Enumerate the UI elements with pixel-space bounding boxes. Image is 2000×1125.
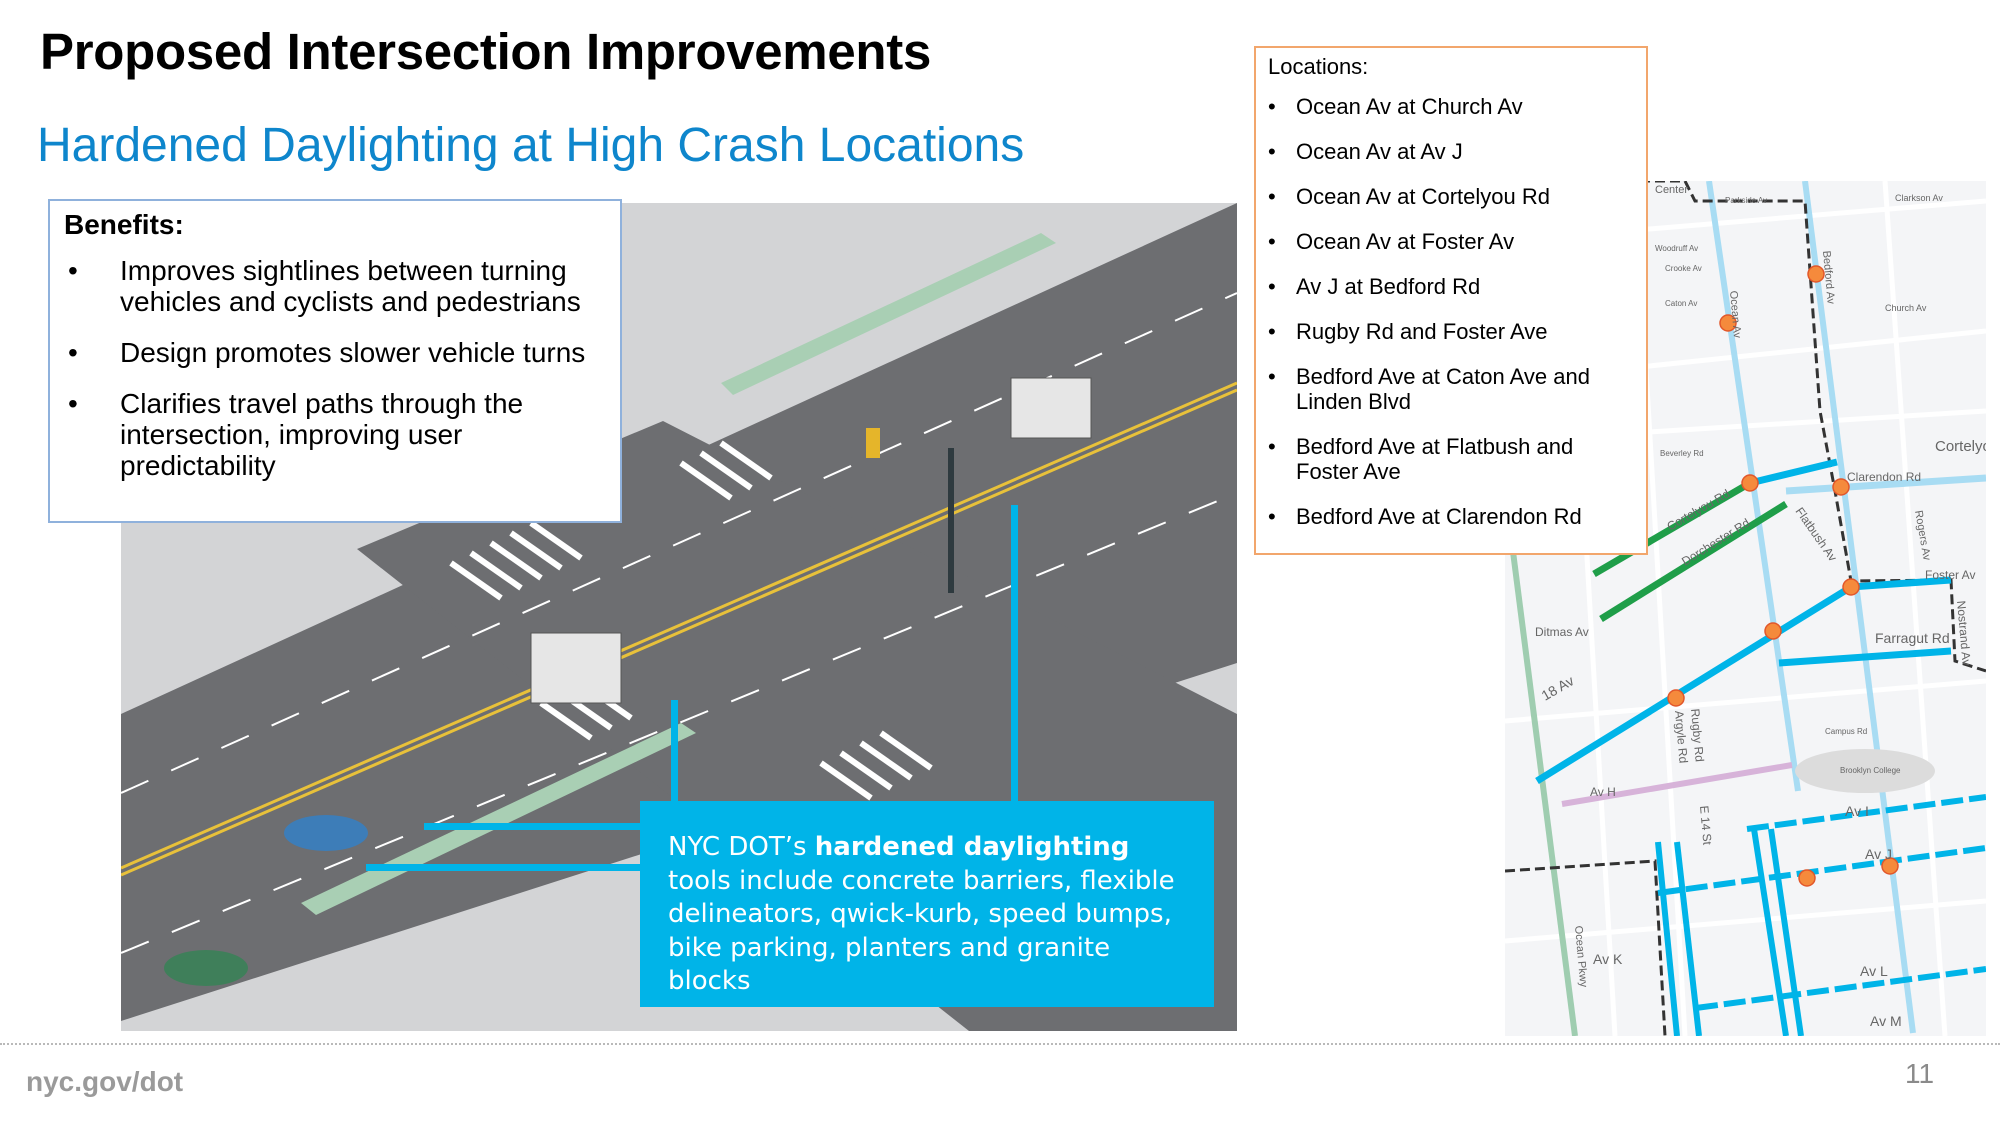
map-label: Caton Av bbox=[1665, 299, 1697, 308]
marker-dot bbox=[1667, 689, 1685, 707]
callout-prefix: NYC DOT’s bbox=[668, 832, 815, 862]
location-item: Bedford Ave at Caton Ave and Linden Blvd bbox=[1268, 364, 1634, 414]
benefit-item: Design promotes slower vehicle turns bbox=[64, 337, 606, 368]
location-item: Bedford Ave at Clarendon Rd bbox=[1268, 504, 1634, 529]
bedford-av-road bbox=[1802, 181, 1916, 1034]
marker-dot bbox=[1719, 314, 1737, 332]
location-item: Bedford Ave at Flatbush and Foster Ave bbox=[1268, 434, 1634, 484]
car bbox=[284, 815, 368, 851]
marker-dot bbox=[1807, 265, 1825, 283]
map-label: Ocean Pkwy bbox=[1572, 925, 1589, 988]
location-item: Rugby Rd and Foster Ave bbox=[1268, 319, 1634, 344]
map-label: Cortelyou Rd bbox=[1665, 486, 1733, 533]
map-label: Farragut Rd bbox=[1875, 630, 1950, 646]
page-number: 11 bbox=[1905, 1058, 1935, 1089]
page-subtitle: Hardened Daylighting at High Crash Locat… bbox=[37, 119, 1025, 172]
location-item: Ocean Av at Av J bbox=[1268, 139, 1634, 164]
map-label: Campus Rd bbox=[1825, 727, 1867, 736]
callout-pointer-line bbox=[1011, 505, 1018, 801]
brooklyn-college bbox=[1795, 749, 1935, 793]
map-label: Parkside Av bbox=[1725, 196, 1767, 205]
benefit-item: Improves sightlines between turning vehi… bbox=[64, 255, 606, 317]
marker-dot bbox=[1881, 857, 1899, 875]
map-label: Av I bbox=[1845, 803, 1869, 819]
map-label: Crooke Av bbox=[1665, 264, 1702, 273]
map-label: Church Av bbox=[1885, 303, 1927, 313]
map-label: Av K bbox=[1593, 951, 1623, 967]
map-label: Rugby Rd bbox=[1688, 708, 1707, 762]
callout-pointer-line bbox=[671, 700, 678, 801]
map-label: Clarendon Rd bbox=[1847, 470, 1921, 484]
callout-box: NYC DOT’s hardened daylighting tools inc… bbox=[640, 801, 1214, 1007]
marker-dot bbox=[1764, 622, 1782, 640]
footer-divider bbox=[0, 1043, 2000, 1045]
map-label: Av J bbox=[1865, 846, 1892, 862]
box-truck bbox=[1010, 377, 1092, 439]
map-label: Av H bbox=[1590, 785, 1616, 799]
map-label: Av M bbox=[1870, 1013, 1902, 1029]
callout-pointer-line bbox=[424, 823, 640, 830]
marker-dot bbox=[1842, 578, 1860, 596]
map-label: Ditmas Av bbox=[1535, 625, 1589, 639]
map-label: Flatbush Av bbox=[1793, 505, 1840, 564]
map-label: Dorchester Rd bbox=[1679, 516, 1752, 569]
marker-dot bbox=[1832, 478, 1850, 496]
locations-heading: Locations: bbox=[1268, 54, 1369, 79]
footer-url: nyc.gov/dot bbox=[26, 1066, 184, 1097]
marker-dot bbox=[1741, 474, 1759, 492]
boundary-line bbox=[1595, 181, 1986, 673]
map-label: Bedford Av bbox=[1820, 250, 1837, 305]
callout-suffix: tools include concrete barriers, flexibl… bbox=[668, 865, 1175, 997]
map-label: Ocean Av bbox=[1727, 290, 1743, 339]
map-label: Foster Av bbox=[1925, 568, 1975, 582]
callout-pointer-line bbox=[366, 864, 640, 871]
box-truck bbox=[530, 632, 622, 704]
map-label: Av L bbox=[1860, 963, 1888, 979]
map-label: Argyle Rd bbox=[1672, 710, 1691, 764]
map-label: Woodruff Av bbox=[1655, 244, 1698, 253]
map-label: 18 Av bbox=[1539, 672, 1577, 703]
benefits-heading: Benefits: bbox=[64, 209, 184, 240]
car bbox=[164, 950, 248, 986]
locations-box: Locations: Ocean Av at Church Av Ocean A… bbox=[1254, 46, 1648, 555]
map-label: Clarkson Av bbox=[1895, 193, 1943, 203]
map-label: Rogers Av bbox=[1912, 509, 1933, 561]
benefits-box: Benefits: Improves sightlines between tu… bbox=[48, 199, 622, 523]
callout-bold: hardened daylighting bbox=[814, 832, 1130, 862]
location-item: Ocean Av at Foster Av bbox=[1268, 229, 1634, 254]
location-item: Av J at Bedford Rd bbox=[1268, 274, 1634, 299]
traffic-signal bbox=[866, 428, 880, 458]
crash-location-markers bbox=[1667, 265, 1899, 887]
ocean-pkwy bbox=[1508, 535, 1578, 1036]
map-label: Center bbox=[1655, 184, 1688, 196]
page-title: Proposed Intersection Improvements bbox=[40, 23, 932, 80]
map-label: Cortelyou bbox=[1935, 438, 1986, 455]
location-item: Ocean Av at Cortelyou Rd bbox=[1268, 184, 1634, 209]
map-label: Beverley Rd bbox=[1660, 449, 1704, 458]
bike-lane bbox=[721, 233, 1056, 395]
marker-dot bbox=[1798, 869, 1816, 887]
map-label: E 14 St bbox=[1697, 805, 1714, 846]
map-label: Brooklyn College bbox=[1840, 766, 1901, 775]
intersection-illustration bbox=[121, 203, 1237, 1031]
map-label: Nostrand Av bbox=[1954, 600, 1974, 666]
location-item: Ocean Av at Church Av bbox=[1268, 94, 1634, 119]
benefit-item: Clarifies travel paths through the inter… bbox=[64, 388, 606, 481]
